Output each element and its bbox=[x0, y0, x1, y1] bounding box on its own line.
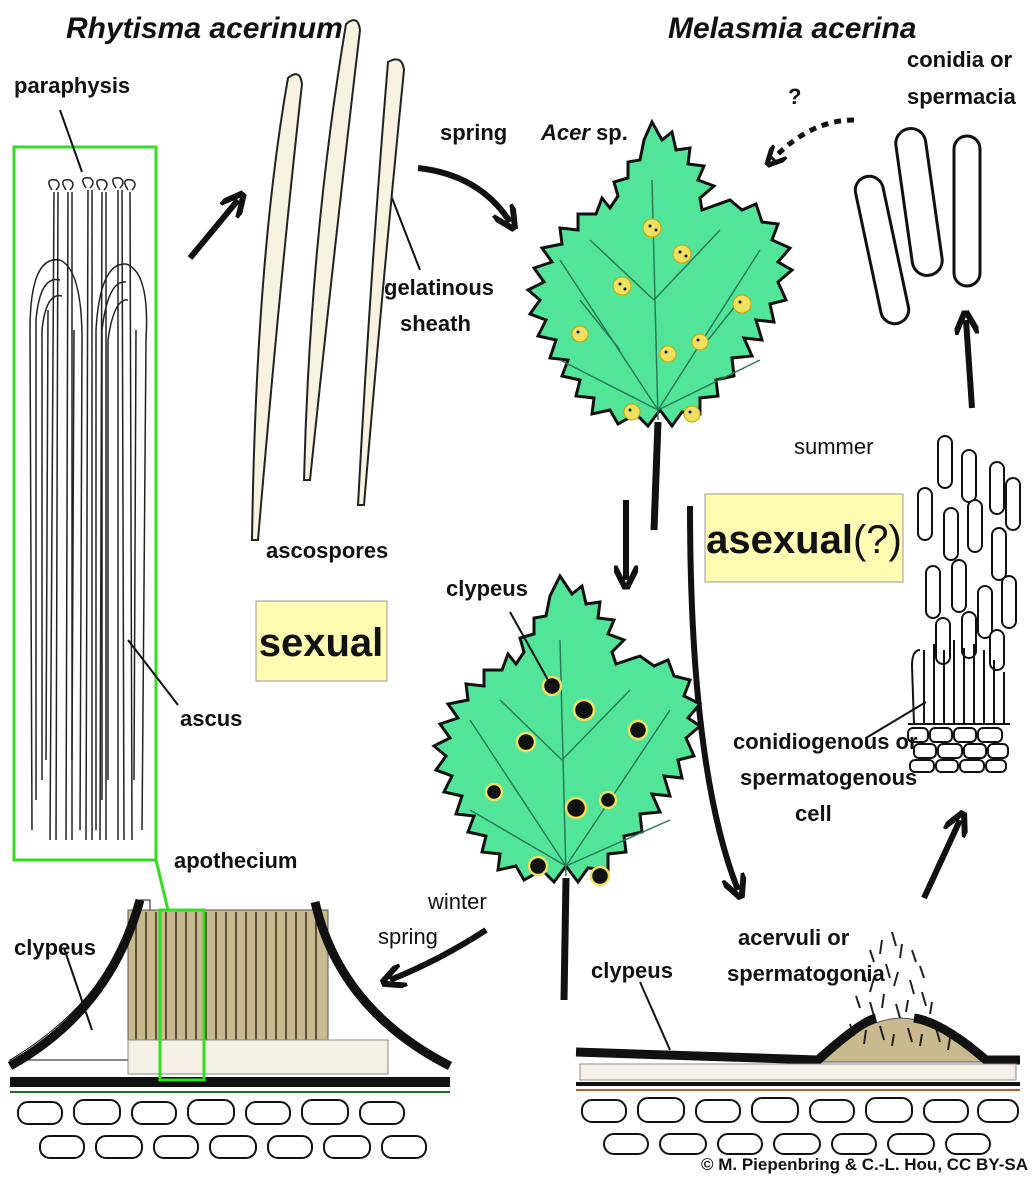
label-conidia-1: conidia or bbox=[907, 47, 1013, 72]
arrow-spring-to-leaf bbox=[418, 168, 510, 222]
label-conidiogenous-3: cell bbox=[795, 801, 832, 826]
dashed-question-arrow bbox=[772, 120, 854, 160]
pointer-gelatinous bbox=[392, 198, 420, 270]
label-clypeus-right: clypeus bbox=[591, 958, 673, 983]
label-conidiogenous-2: spermatogenous bbox=[740, 765, 917, 790]
label-conidiogenous-1: conidiogenous or bbox=[733, 729, 918, 754]
label-winter: winter bbox=[427, 889, 487, 914]
label-clypeus-leaf: clypeus bbox=[446, 576, 528, 601]
asexual-box-label: asexual(?) bbox=[706, 518, 902, 562]
credit-line: © M. Piepenbring & C.-L. Hou, CC BY-SA bbox=[701, 1155, 1028, 1174]
label-paraphysis: paraphysis bbox=[14, 73, 130, 98]
asexual-species-title: Melasmia acerina bbox=[668, 12, 916, 45]
ascospores-illustration bbox=[252, 20, 404, 540]
leaf-summer bbox=[528, 122, 792, 530]
ascus-paraphyses-illustration bbox=[14, 110, 178, 860]
label-host: Acer sp. bbox=[540, 120, 628, 145]
conidia-illustration bbox=[853, 127, 980, 327]
apothecium-section bbox=[10, 860, 450, 1158]
label-gelatinous-1: gelatinous bbox=[384, 275, 494, 300]
label-summer: summer bbox=[794, 434, 873, 459]
arrow-to-conidiogenous bbox=[924, 820, 960, 898]
label-conidia-2: spermacia bbox=[907, 84, 1017, 109]
label-spring-top: spring bbox=[440, 120, 507, 145]
sexual-box-label: sexual bbox=[259, 621, 384, 665]
arrow-to-conidia bbox=[966, 320, 972, 408]
label-question: ? bbox=[788, 84, 801, 109]
label-apothecium: apothecium bbox=[174, 848, 297, 873]
arrow-ascus-to-spores bbox=[190, 200, 238, 258]
sexual-species-title: Rhytisma acerinum bbox=[66, 12, 343, 45]
label-spring-bottom: spring bbox=[378, 924, 438, 949]
label-gelatinous-2: sheath bbox=[400, 311, 471, 336]
label-acervuli-2: spermatogonia bbox=[727, 961, 885, 986]
conidiogenous-illustration bbox=[908, 436, 1020, 772]
label-acervuli-1: acervuli or bbox=[738, 925, 850, 950]
label-clypeus-left: clypeus bbox=[14, 935, 96, 960]
asexual-box: asexual(?) bbox=[705, 494, 903, 582]
label-ascospores: ascospores bbox=[266, 538, 388, 563]
label-ascus: ascus bbox=[180, 706, 242, 731]
sexual-box: sexual bbox=[256, 601, 387, 681]
